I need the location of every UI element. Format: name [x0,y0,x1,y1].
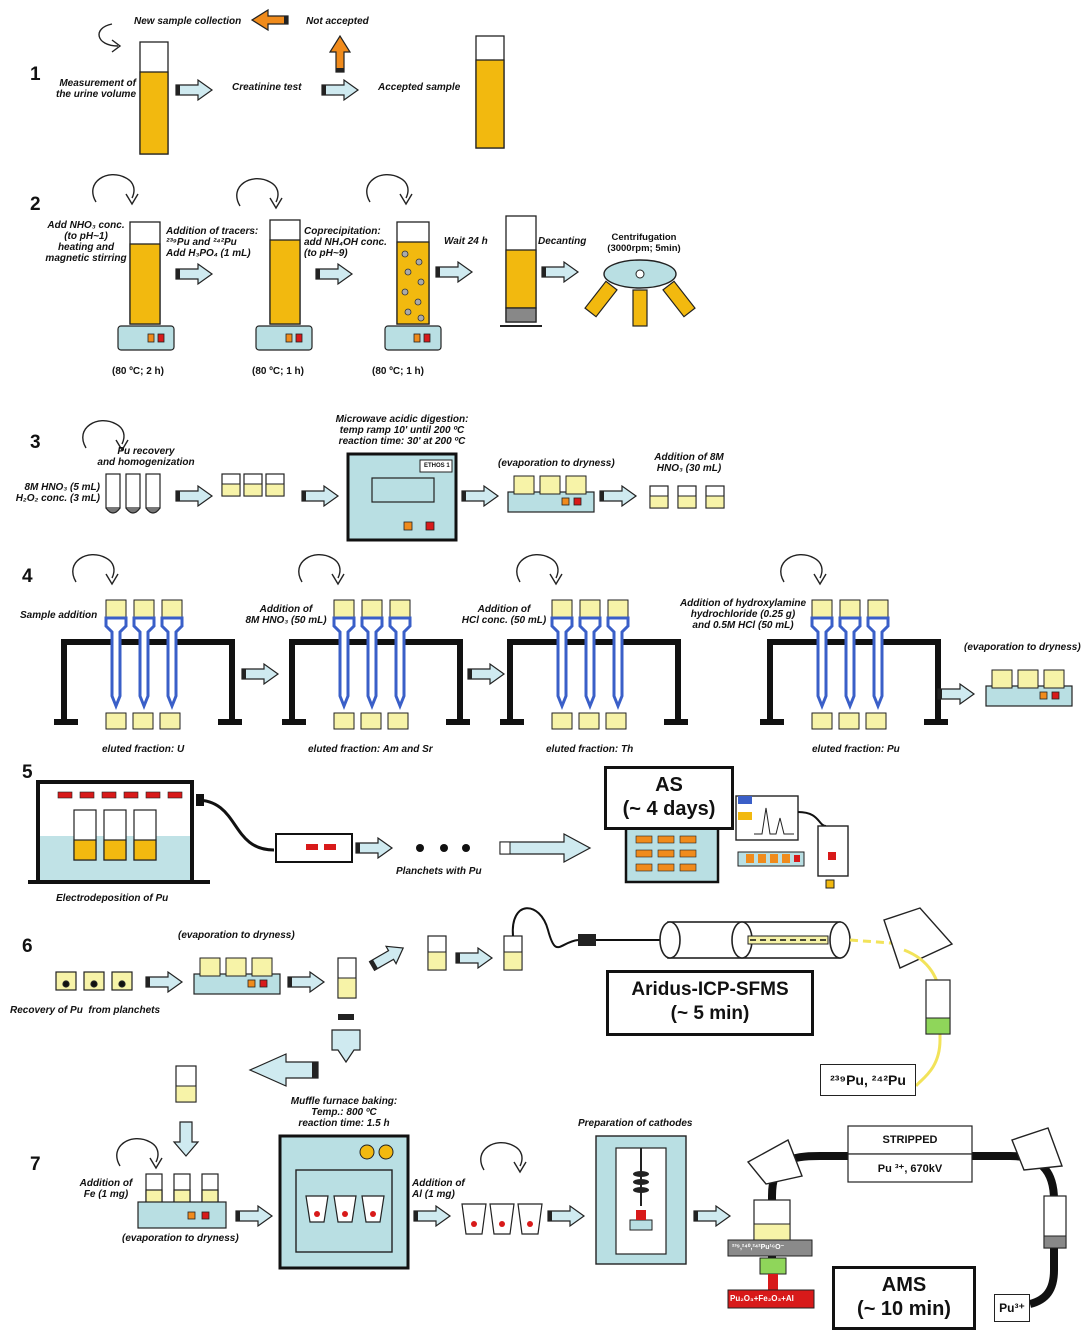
step4-artwork [54,553,1073,730]
measurement-label: Measurement of the urine volume [55,78,136,100]
step3-reagents-label: 8M HNO₃ (5 mL) H₂O₂ conc. (3 mL) [15,482,100,504]
icp-title: Aridus-ICP-SFMS [631,979,789,1000]
planchets-label: Planchets with Pu [396,866,482,877]
fraction-pu-label: eluted fraction: Pu [812,744,900,755]
matrix-label: Pu₂O₃+Fe₂O₃+Al [730,1294,794,1303]
sample-addition-label: Sample addition [20,610,98,621]
wait-label: Wait 24 h [444,236,488,247]
step6-artwork [55,907,954,1087]
condition-1: (80 ºC; 2 h) [112,366,164,377]
isotopes-label: ²³⁹Pu, ²⁴²Pu [830,1072,906,1088]
icp-time: (~ 5 min) [670,1003,750,1024]
addition-8m-label: Addition of 8M HNO₃ (30 mL) [654,452,724,474]
accepted-label: Accepted sample [378,82,461,93]
creatinine-label: Creatinine test [232,82,302,93]
step4-evaporation-label: (evaporation to dryness) [964,642,1081,653]
pu3-label: Pu³⁺ [999,1301,1025,1315]
step1-artwork [98,8,505,155]
decanting-label: Decanting [538,236,587,247]
step6-evaporation-label: (evaporation to dryness) [178,930,295,941]
step-number-3: 3 [30,432,41,453]
microwave-label: Microwave acidic digestion: temp ramp 10… [335,414,469,447]
step-number-5: 5 [22,762,33,783]
condition-3: (80 ºC; 1 h) [372,366,424,377]
ethos-label: ETHOS 1 [424,463,450,469]
fraction-th-label: eluted fraction: Th [546,744,634,755]
isotopes-box: ²³⁹Pu, ²⁴²Pu [820,1064,916,1096]
new-sample-label: New sample collection [134,16,242,27]
add-nho3-label: Add NHO₃ conc. (to pH~1) heating and mag… [45,220,127,264]
step3-evaporation-label: (evaporation to dryness) [498,458,615,469]
tracers-label: Addition of tracers: ²³⁹Pu and ²⁴²Pu Add… [166,226,259,259]
add-hcl-label: Addition of HCl conc. (50 mL) [461,604,547,626]
add-hydroxylamine-label: Addition of hydroxylamine hydrochloride … [679,598,807,631]
add-fe-label: Addition of Fe (1 mg) [79,1178,133,1200]
step7-evaporation-label: (evaporation to dryness) [122,1233,239,1244]
centrifugation-label: Centrifugation (3000rpm; 5min) [607,232,681,254]
step-number-1: 1 [30,64,41,85]
icp-box: Aridus-ICP-SFMS (~ 5 min) [606,970,814,1036]
muffle-label: Muffle furnace baking: Temp.: 800 ºC rea… [290,1096,398,1129]
fraction-u-label: eluted fraction: U [102,744,185,755]
recovery-planchets-label: Recovery of Pu from planchets [10,1005,161,1016]
step7-artwork [116,1065,1067,1309]
cathodes-label: Preparation of cathodes [578,1118,693,1129]
step2-artwork [92,173,696,351]
pu-kv-label: Pu ³⁺, 670kV [877,1163,943,1175]
step3-artwork [82,419,725,542]
step-number-2: 2 [30,194,41,215]
step-number-6: 6 [22,936,33,957]
not-accepted-label: Not accepted [306,16,369,27]
pu-recovery-label: Pu recovery and homogenization [97,446,195,468]
as-time: (~ 4 days) [622,798,716,820]
pu3-box: Pu³⁺ [994,1294,1030,1322]
step-number-7: 7 [30,1154,41,1175]
add-hno3-label: Addition of 8M HNO₃ (50 mL) [245,604,327,626]
coprecipitation-label: Coprecipitation: add NH₄OH conc. (to pH~… [304,226,387,259]
fraction-am-sr-label: eluted fraction: Am and Sr [308,744,433,755]
as-title: AS [655,774,683,796]
as-box: AS (~ 4 days) [604,766,734,830]
step-number-4: 4 [22,566,33,587]
ams-box: AMS (~ 10 min) [832,1266,976,1330]
electrodeposition-label: Electrodeposition of Pu [56,893,169,904]
ams-time: (~ 10 min) [857,1298,951,1320]
condition-2: (80 ºC; 1 h) [252,366,304,377]
add-al-label: Addition of Al (1 mg) [412,1178,465,1200]
stripped-label: STRIPPED [882,1134,938,1146]
ams-title: AMS [881,1274,927,1296]
oxide-ion-label: ²³⁹,²⁴⁰,²⁴²Pu¹⁶O⁻ [732,1244,785,1251]
